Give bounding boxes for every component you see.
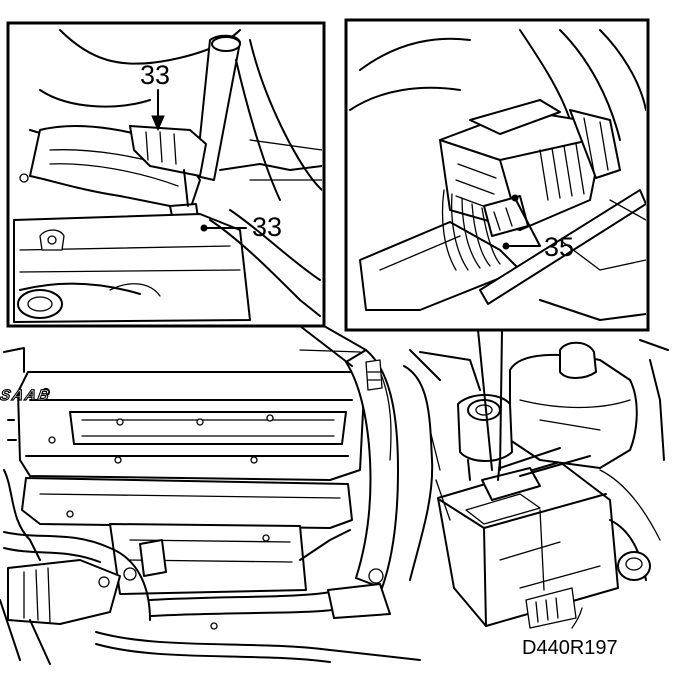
misc-lines bbox=[3, 347, 361, 561]
engine-bay-view: SAAB bbox=[0, 339, 669, 665]
figure-code: D440R197 bbox=[522, 637, 618, 659]
coolant-reservoir bbox=[509, 341, 638, 469]
central-hose bbox=[327, 349, 434, 619]
coolant-pipes bbox=[95, 591, 421, 663]
right-inset: 35 bbox=[344, 18, 650, 471]
intake-hoses bbox=[0, 469, 167, 665]
callout-35: 35 bbox=[544, 232, 574, 262]
callout-33-top: 33 bbox=[140, 60, 170, 90]
engine-block bbox=[21, 477, 353, 630]
callout-33-mid: 33 bbox=[252, 212, 282, 242]
left-inset: 33 33 bbox=[6, 21, 367, 367]
engine-cam-cover: SAAB bbox=[0, 371, 365, 481]
engine-cover-brand: SAAB bbox=[0, 387, 52, 404]
filler-neck bbox=[457, 394, 513, 481]
fuse-box bbox=[437, 461, 619, 629]
right-side-components bbox=[409, 339, 669, 581]
